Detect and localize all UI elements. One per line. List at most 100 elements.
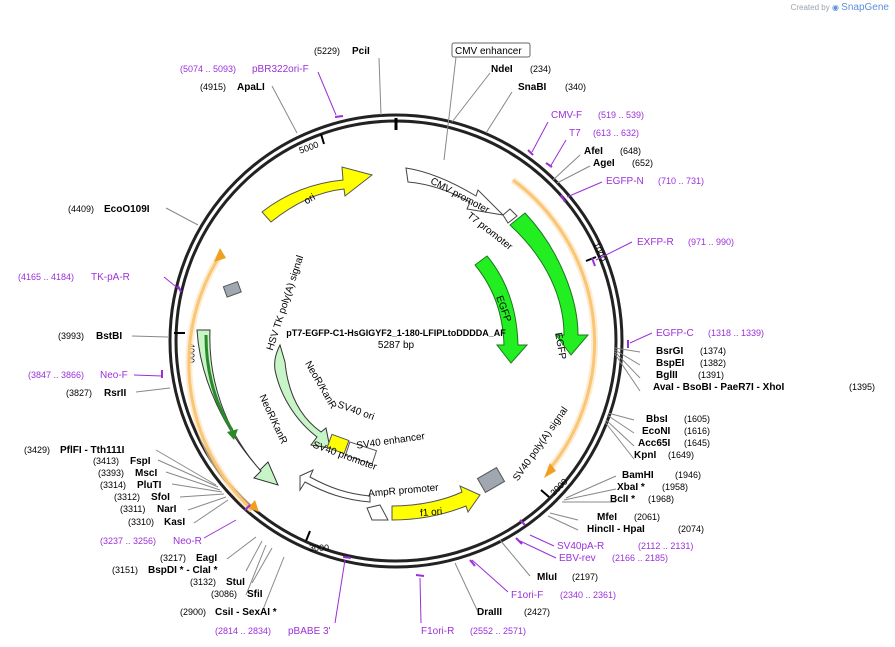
sv40-ori-box — [326, 433, 350, 455]
enzyme-name-kpni: KpnI — [634, 450, 656, 461]
enzyme-name-sfii: SfiI — [247, 589, 263, 600]
primer-coord-egfp-n: (710 .. 731) — [658, 176, 704, 186]
egfp-outer-label: EGFP — [552, 332, 568, 361]
enzyme-name-bcli: BclI * — [610, 494, 635, 505]
enzyme-coord-csii-sexai: (2900) — [180, 607, 206, 617]
primer-coord-sv40pa-r: (2112 .. 2131) — [638, 541, 693, 551]
enzyme-coord-ava-group: (1395) — [849, 382, 875, 392]
enzyme-name-eagi: EagI — [196, 553, 217, 564]
plasmid-name: pT7-EGFP-C1-HsGIGYF2_1-180-LFIPLtoDDDDA_… — [286, 328, 506, 338]
ori-label: ori — [302, 192, 317, 207]
credit-brand: SnapGene — [841, 2, 889, 13]
enzyme-name-stui: StuI — [226, 577, 245, 588]
neo-kan-dark-arrowhead — [227, 429, 238, 440]
enzyme-name-csii-sexai: CsiI - SexAI * — [215, 607, 277, 618]
enzyme-name-sfoi: SfoI — [151, 492, 170, 503]
enzyme-coord-msci: (3393) — [98, 468, 124, 478]
orf-arrowhead-egfp — [544, 463, 556, 478]
cmv-promoter-arrow — [405, 167, 505, 216]
enzyme-name-mfei: MfeI — [597, 512, 617, 523]
enzyme-name-pcii: PciI — [352, 46, 370, 57]
primer-coord-t7: (613 .. 632) — [593, 128, 639, 138]
enzyme-coord-mlui: (2197) — [572, 572, 598, 582]
primer-coord-neo-f: (3847 .. 3866) — [28, 370, 84, 380]
primer-coord-f1ori-f: (2340 .. 2361) — [560, 590, 616, 600]
enzyme-name-acc65i: Acc65I — [638, 438, 670, 449]
hsv-tk-polya-box — [222, 280, 242, 298]
sv40-enhancer-box — [344, 441, 378, 465]
enzyme-coord-ndei: (234) — [530, 64, 551, 74]
enzyme-name-hincii-hpai: HincII - HpaI — [587, 524, 645, 535]
primer-name-egfp-n: EGFP-N — [606, 176, 644, 187]
enzyme-name-bspdi-clai: BspDI * - ClaI * — [148, 565, 218, 576]
enzyme-coord-nari: (3311) — [120, 504, 145, 514]
enzyme-name-msci: MscI — [135, 468, 157, 479]
primer-name-neo-f: Neo-F — [100, 370, 128, 381]
enzyme-name-fspi: FspI — [130, 456, 151, 467]
enzyme-name-nari: NarI — [157, 504, 177, 515]
enzyme-name-apali: ApaLI — [237, 82, 265, 93]
primer-name-exfp-r: EXFP-R — [637, 237, 674, 248]
primer-name-pbabe-3: pBABE 3' — [288, 626, 331, 637]
enzyme-coord-mfei: (2061) — [634, 512, 660, 522]
cmv-enhancer-leader — [443, 56, 457, 161]
sv40-polya-box — [476, 466, 506, 494]
egfp-inner-arrow — [474, 255, 529, 364]
enzyme-coord-draiii: (2427) — [524, 607, 550, 617]
primer-name-f1ori-r: F1ori-R — [421, 626, 454, 637]
enzyme-name-xbai: XbaI * — [617, 482, 645, 493]
enzyme-coord-sfii: (3086) — [211, 589, 237, 599]
ampr-promoter-arrow — [366, 504, 389, 521]
enzyme-coord-sfoi: (3312) — [114, 492, 140, 502]
enzyme-name-econi: EcoNI — [642, 426, 671, 437]
orf-arrowhead-tk — [214, 248, 226, 262]
enzyme-coord-bsrgi: (1374) — [700, 346, 726, 356]
primer-name-tk-pa-r: TK-pA-R — [91, 272, 130, 283]
egfp-outer-arrow — [509, 212, 590, 356]
enzyme-name-bglii: BglII — [656, 370, 678, 381]
enzyme-coord-pcii: (5229) — [314, 46, 340, 56]
ori-arrow — [261, 166, 374, 223]
t7-promoter-arrow — [502, 208, 518, 224]
enzyme-coord-acc65i: (1645) — [684, 438, 710, 448]
orf-arc-shadows — [185, 177, 599, 513]
snapgene-logo-icon: ◉ — [831, 3, 839, 12]
primer-name-cmv-f: CMV-F — [551, 110, 582, 121]
primer-coord-exfp-r: (971 .. 990) — [688, 237, 734, 247]
cmv-enhancer-label: CMV enhancer — [455, 46, 522, 57]
enzyme-leaders — [131, 57, 641, 613]
enzyme-coord-kpni: (1649) — [668, 450, 694, 460]
enzyme-coord-hincii-hpai: (2074) — [678, 524, 704, 534]
neo-kan-outer-label: NeoR/KanR — [256, 393, 289, 446]
enzyme-coord-bspei: (1382) — [700, 358, 726, 368]
scale-ticks — [174, 133, 597, 542]
primer-name-ebv-rev: EBV-rev — [559, 553, 596, 564]
cmv-enhancer-label-box — [451, 42, 531, 58]
primer-coord-cmv-f: (519 .. 539) — [598, 110, 644, 120]
primer-name-f1ori-f: F1ori-F — [511, 590, 543, 601]
f1-ori-label: f1 ori — [420, 506, 443, 519]
enzyme-name-pluti: PluTI — [137, 480, 162, 491]
primer-coord-f1ori-r: (2552 .. 2571) — [470, 626, 526, 636]
enzyme-coord-pluti: (3314) — [100, 480, 126, 490]
primer-name-sv40pa-r: SV40pA-R — [557, 541, 604, 552]
primer-coord-ebv-rev: (2166 .. 2185) — [612, 553, 668, 563]
sv40-polya-label: SV40 poly(A) signal — [511, 405, 570, 483]
primer-coord-tk-pa-r: (4165 .. 4184) — [18, 272, 74, 282]
enzyme-name-mlui: MluI — [537, 572, 557, 583]
primer-marks — [161, 115, 629, 577]
neo-kan-inner-arrow — [274, 343, 331, 449]
primer-name-pbr322ori-f: pBR322ori-F — [252, 64, 309, 75]
tick-label-3000: 3000 — [309, 543, 329, 553]
enzyme-name-bspei: BspEI — [656, 358, 685, 369]
primer-coord-neo-r: (3237 .. 3256) — [100, 536, 156, 546]
enzyme-coord-stui: (3132) — [190, 577, 216, 587]
orf-arrowhead-neo — [248, 500, 259, 512]
enzyme-coord-fspi: (3413) — [93, 456, 119, 466]
enzyme-name-rsrii: RsrII — [104, 388, 126, 399]
enzyme-name-draiii: DraIII — [477, 607, 502, 618]
enzyme-name-bbsi: BbsI — [646, 414, 668, 425]
plasmid-length: 5287 bp — [378, 340, 415, 351]
enzyme-coord-kasi: (3310) — [128, 517, 154, 527]
